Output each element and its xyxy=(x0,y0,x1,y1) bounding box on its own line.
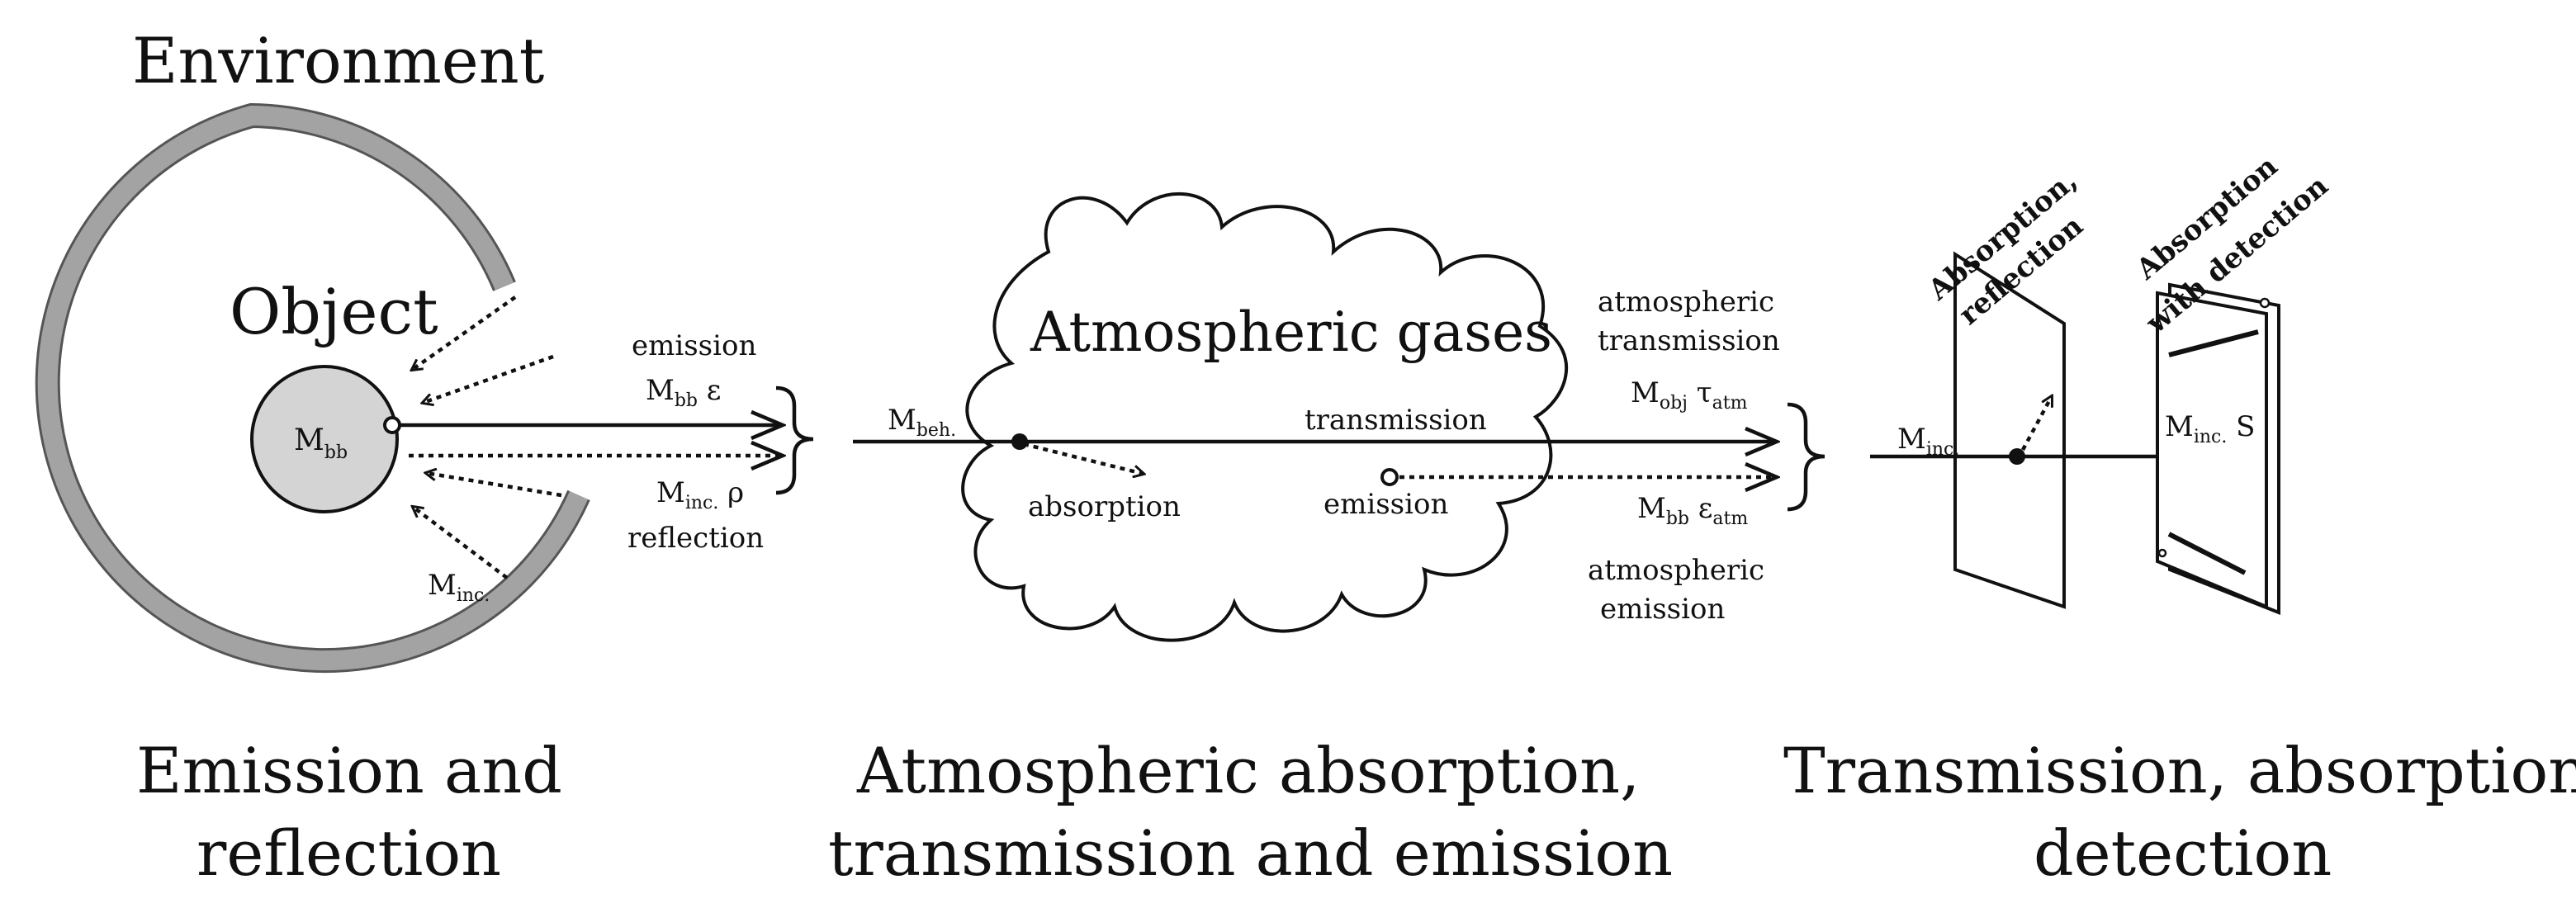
caption-right-line2: detection xyxy=(2034,816,2332,890)
emission-formula: Mbb ε xyxy=(646,374,721,411)
detector-m-inc-s-label: Minc. S xyxy=(2165,410,2255,447)
incident-ray-2 xyxy=(423,354,554,403)
atmosphere-emission-label: emission xyxy=(1324,488,1448,521)
caption-middle-line1: Atmospheric absorption, xyxy=(856,734,1640,807)
caption-left-line2: reflection xyxy=(197,816,501,890)
reflection-formula: Minc. ρ xyxy=(656,476,744,513)
atm-transmission-line2: transmission xyxy=(1598,324,1780,357)
atm-emission-line1: atmospheric xyxy=(1588,554,1764,587)
reflection-label: reflection xyxy=(627,522,764,555)
transmission-formula: Mobj τatm xyxy=(1631,376,1748,414)
absorption-point xyxy=(1011,433,1028,450)
detector-corner-mark-bottom xyxy=(2157,548,2167,558)
caption-middle-line2: transmission and emission xyxy=(828,816,1673,890)
caption-left-line1: Emission and xyxy=(136,734,562,807)
incident-label: Minc. xyxy=(428,569,490,606)
environment-label: Environment xyxy=(132,24,544,97)
atmosphere-cloud xyxy=(961,192,1568,642)
caption-right-line1: Transmission, absorption, xyxy=(1783,734,2576,807)
combine-brace-1 xyxy=(775,385,814,495)
detector-grid-bottom xyxy=(2167,532,2247,575)
absorption-arrow xyxy=(1023,442,1144,474)
emission-label: emission xyxy=(632,329,756,362)
object-surface-point xyxy=(383,416,401,434)
atmosphere-emission-point xyxy=(1380,468,1399,486)
incident-ray-4 xyxy=(413,507,509,579)
object-body xyxy=(250,365,399,513)
atm-emission-line2: emission xyxy=(1600,593,1725,626)
detector-corner-mark-top xyxy=(2259,297,2271,309)
environment-ring-fill xyxy=(37,105,588,670)
m-beh-label: Mbeh. xyxy=(888,404,956,441)
combine-brace-2 xyxy=(1787,402,1825,512)
incident-ray-1 xyxy=(412,296,517,370)
object-label: Object xyxy=(230,275,438,348)
incident-ray-3 xyxy=(426,473,562,498)
plate-absorption-point xyxy=(2009,448,2025,465)
absorber-plate xyxy=(1953,251,2066,609)
atm-emission-formula: Mbb εatm xyxy=(1637,492,1748,529)
plate-reflection-arrow xyxy=(2021,396,2053,452)
detector-plate-front xyxy=(2156,291,2268,609)
detector-m-inc-label: Minc. xyxy=(1897,423,1959,460)
absorption-label: absorption xyxy=(1028,490,1181,523)
transmission-label: transmission xyxy=(1305,404,1487,437)
detector-grid-top xyxy=(2168,329,2259,357)
object-mbb-label: Mbb xyxy=(294,423,348,463)
atm-transmission-line1: atmospheric xyxy=(1598,286,1774,319)
atmospheric-gases-label: Atmospheric gases xyxy=(1030,300,1552,364)
